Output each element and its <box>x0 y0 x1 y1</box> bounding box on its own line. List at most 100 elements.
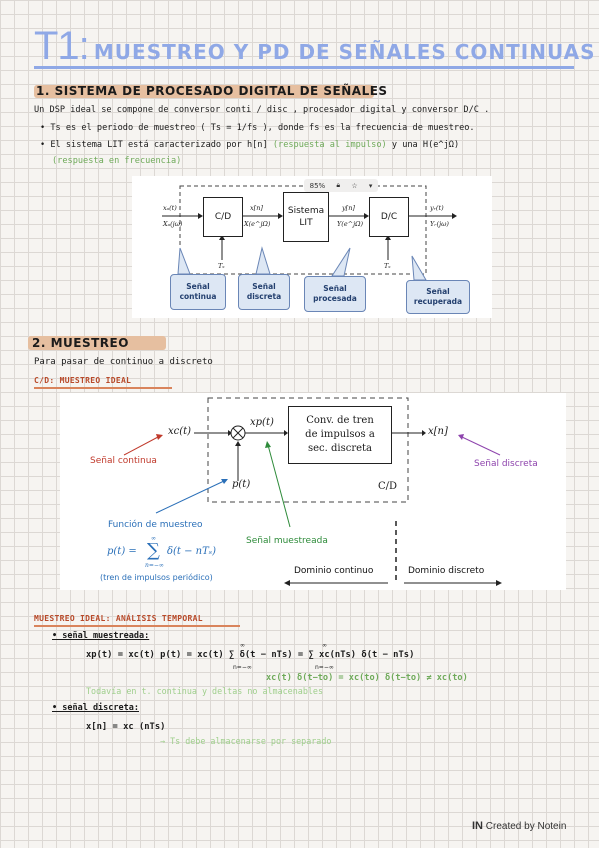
eq-xp-sum1-top: ∞ <box>240 642 245 649</box>
bullet-senal-discreta: • señal discreta: <box>52 703 139 713</box>
conv-box-line3: sec. discreta <box>307 443 373 454</box>
eq-xn: x[n] = xc (nTs) <box>86 722 166 732</box>
note-deltas: Todavía en t. continua y deltas no almac… <box>86 686 323 696</box>
label-yn: y[n] <box>342 204 355 212</box>
arrow-purple <box>461 436 501 456</box>
section1-line3-a: • El sistema LIT está caracterizado por … <box>40 140 268 150</box>
label-funcion-muestreo: Función de muestreo <box>108 520 203 530</box>
label-ts-2: Tₛ <box>384 262 391 270</box>
label-dominio-continuo: Dominio continuo <box>294 566 374 576</box>
arrow-blue-head <box>221 479 228 484</box>
viewer-toolbar: 85% 🔒︎ ☆ ▾ <box>304 179 378 192</box>
section1-line3: • El sistema LIT está caracterizado por … <box>40 140 459 150</box>
arrow-red-head <box>156 434 163 440</box>
sampling-diagram: Conv. de tren de impulsos a sec. discret… <box>60 393 566 590</box>
title-underline <box>34 66 574 69</box>
section3-subhead: MUESTREO IDEAL: ANÁLISIS TEMPORAL <box>34 614 203 623</box>
formula-lhs: p(t) = <box>107 546 137 557</box>
bubble-tail-1 <box>177 247 191 275</box>
lock-icon[interactable]: 🔒︎ <box>336 181 341 189</box>
label-x-ejw: X(e^jΩ) <box>244 220 271 228</box>
conv-box: Conv. de tren de impulsos a sec. discret… <box>288 406 392 464</box>
section2-highlight <box>28 336 166 350</box>
dsp-dashed-frame <box>179 185 427 275</box>
label-senal-discreta: Señal discreta <box>474 459 538 469</box>
star-icon[interactable]: ☆ <box>351 181 358 190</box>
chevron-down-icon[interactable]: ▾ <box>368 181 373 190</box>
arrow-xc-in-head <box>228 430 232 436</box>
arrow-xp-head <box>284 430 288 436</box>
dsp-diagram: 85% 🔒︎ ☆ ▾ C/D Sistema LIT D/C xₐ(t) Xₐ(… <box>132 176 492 318</box>
label-p-t: p(t) <box>232 479 251 490</box>
label-yr-jw: Yᵣ(jω) <box>430 220 449 228</box>
label-xn: x[n] <box>428 426 448 437</box>
label-xc-t: xc(t) <box>168 426 192 437</box>
eq-xp-sum2-bot: n=−∞ <box>315 664 334 671</box>
lit-block: Sistema LIT <box>283 192 329 242</box>
bubble-senal-discreta: Señal discreta <box>238 274 290 310</box>
sampling-diagram-lines <box>123 397 502 586</box>
arrow-cd-lit-head <box>278 213 283 219</box>
arrow-dominio-discreto-head <box>496 580 502 586</box>
label-xp-t: xp(t) <box>250 417 274 428</box>
notein-logo-icon: IN <box>472 820 483 832</box>
zoom-level[interactable]: 85% <box>309 181 326 190</box>
eq-xp-sum2-top: ∞ <box>322 642 327 649</box>
cd-dashed-frame <box>207 397 409 503</box>
dc-block: D/C <box>369 197 409 237</box>
formula-rhs: δ(t − nTₛ) <box>167 546 217 557</box>
bullet-senal-muestreada: • señal muestreada: <box>52 631 150 641</box>
bubble-senal-procesada: Señal procesada <box>304 276 366 312</box>
bubble-tail-2 <box>255 246 271 275</box>
formula-p-t: p(t) = ∞ ∑ n=−∞ δ(t − nTₛ) <box>107 535 237 570</box>
formula-sum-top: ∞ <box>151 535 156 542</box>
title-prefix: T1: <box>34 24 90 68</box>
conv-box-line2: de impulsos a <box>305 429 375 440</box>
section1-line3-b: (respuesta al impulso) <box>272 140 387 150</box>
arrow-out-head <box>452 213 457 219</box>
cd-block: C/D <box>203 197 243 237</box>
note-ts: → Ts debe almacenarse por separado <box>160 736 332 746</box>
label-yr-t: yᵣ(t) <box>430 204 444 212</box>
bubble-senal-recuperada: Señal recuperada <box>406 280 470 314</box>
arrow-red <box>123 436 159 456</box>
label-xc-jw: Xₐ(jω) <box>163 220 183 228</box>
bubble-tail-4 <box>411 255 427 281</box>
section1-line4: (respuesta en frecuencia) <box>52 156 182 166</box>
label-xn: x[n] <box>250 204 263 212</box>
ts-arrow-1-head <box>219 235 225 240</box>
formula-sum-bot: n=−∞ <box>145 562 164 569</box>
section1-line1: Un DSP ideal se compone de conversor con… <box>34 105 490 115</box>
lit-line2: LIT <box>299 218 313 228</box>
label-tren-impulsos: (tren de impulsos periódico) <box>100 573 213 582</box>
conv-box-line1: Conv. de tren <box>306 415 374 426</box>
label-y-ejw: Y(e^jΩ) <box>337 220 364 228</box>
arrow-dominio-continuo-head <box>284 580 290 586</box>
title-text: MUESTREO Y PD DE SEÑALES CONTINUAS <box>93 40 596 64</box>
label-ts-1: Tₛ <box>218 262 225 270</box>
label-senal-muestreada: Señal muestreada <box>246 536 328 546</box>
arrow-in-head <box>198 213 203 219</box>
arrow-p-head <box>235 441 241 446</box>
label-dominio-discreto: Dominio discreto <box>408 566 485 576</box>
bubble-tail-3 <box>331 247 351 277</box>
arrow-xn-out-head <box>422 430 426 436</box>
arrow-blue <box>155 480 225 514</box>
arrow-purple-head <box>458 434 464 440</box>
notein-text: Created by Notein <box>485 821 567 832</box>
ts-arrow-2-head <box>385 235 391 240</box>
arrow-green <box>267 444 291 528</box>
section1-heading: 1. SISTEMA DE PROCESADO DIGITAL DE SEÑAL… <box>36 84 388 98</box>
label-cd: C/D <box>378 481 398 492</box>
section3-subhead-underline <box>34 625 240 627</box>
notein-watermark: IN Created by Notein <box>472 820 566 832</box>
section1-line3-c: y una H(e^jΩ) <box>391 140 460 150</box>
section1-highlight <box>34 85 374 98</box>
lit-line1: Sistema <box>287 206 325 216</box>
page-title: T1: MUESTREO Y PD DE SEÑALES CONTINUAS <box>34 24 595 69</box>
arrow-lit-dc-head <box>364 213 369 219</box>
bubble-senal-continua: Señal continua <box>170 274 226 310</box>
multiplier-cross-2 <box>232 427 244 439</box>
eq-xp-sum1-bot: n=−∞ <box>233 664 252 671</box>
eq-xp: xp(t) = xc(t) p(t) = xc(t) ∑ δ(t − nTs) … <box>86 650 415 660</box>
